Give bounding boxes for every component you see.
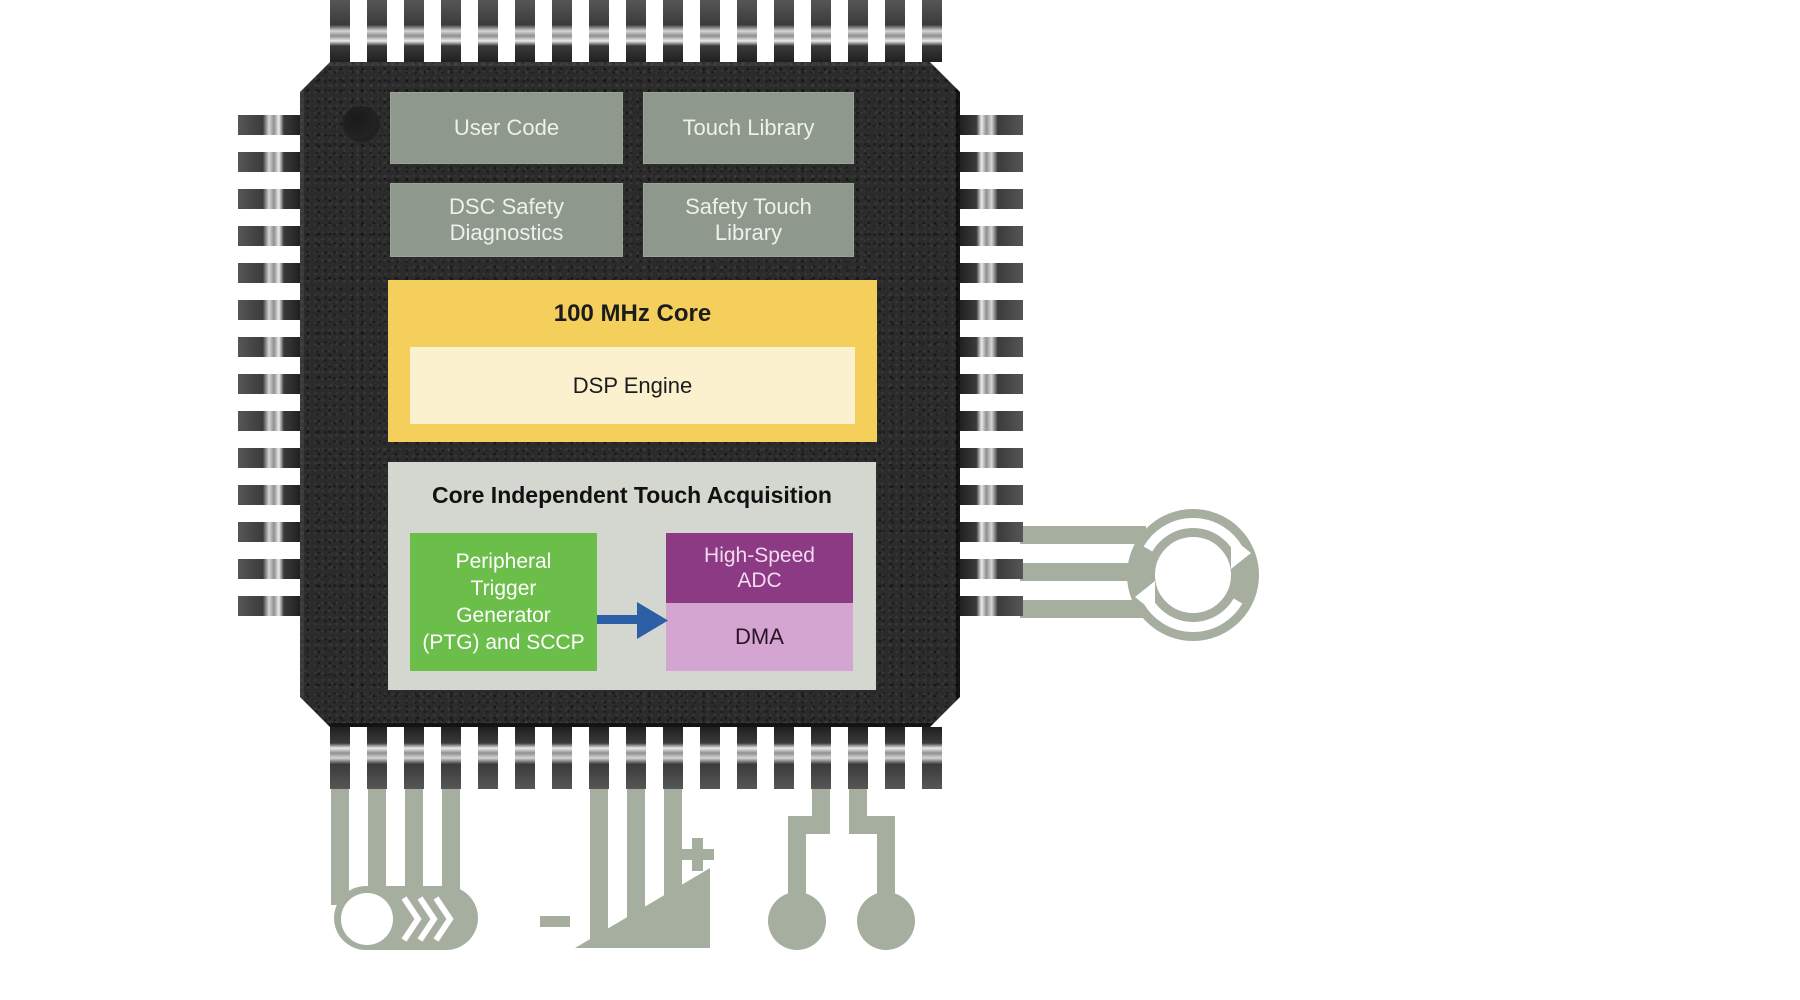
chip-pin: [515, 0, 535, 62]
chip-pin: [737, 0, 757, 62]
chip-pin: [960, 485, 1023, 505]
chip-pin: [478, 727, 498, 789]
block-dma: DMA: [666, 603, 853, 671]
chip-pin: [238, 485, 300, 505]
sensor-trace: [1020, 600, 1146, 618]
chip-pin: [626, 0, 646, 62]
sensor-trace: [788, 816, 806, 906]
chip-pin: [589, 0, 609, 62]
sensor-trace: [442, 785, 460, 905]
rotary-wheel-sensor-icon: [1127, 509, 1259, 641]
chip-pin: [626, 727, 646, 789]
slider-chevrons-icon: [401, 896, 454, 942]
chip-pin: [238, 226, 300, 246]
chip-pin: [960, 152, 1023, 172]
block-safety-touch-library: Safety Touch Library: [643, 183, 854, 257]
chip-pin: [404, 0, 424, 62]
chip-pin: [700, 0, 720, 62]
chip-pin: [663, 0, 683, 62]
core-title: 100 MHz Core: [553, 300, 712, 327]
pin1-dimple-icon: [342, 106, 380, 144]
chip-pin: [238, 189, 300, 209]
chip-pin: [330, 727, 350, 789]
slider-knob: [341, 893, 393, 945]
block-high-speed-adc: High-Speed ADC: [666, 533, 853, 603]
chip-pin: [238, 337, 300, 357]
chip-pin: [663, 727, 683, 789]
chip-pin: [960, 115, 1023, 135]
block-ptg-sccp: Peripheral Trigger Generator (PTG) and S…: [410, 533, 597, 671]
chip-pin: [960, 448, 1023, 468]
chip-pin: [367, 727, 387, 789]
chip-pin: [238, 115, 300, 135]
chip-pin: [848, 727, 868, 789]
chip-pin: [404, 727, 424, 789]
chip-pin: [238, 596, 300, 616]
chip-pin: [922, 727, 942, 789]
sensor-trace: [331, 785, 349, 905]
block-user-code: User Code: [390, 92, 623, 164]
chip-pin: [811, 727, 831, 789]
chip-pin: [960, 411, 1023, 431]
chip-pin: [441, 727, 461, 789]
ptg-to-adc-arrow: [597, 615, 641, 624]
chip-pin: [589, 727, 609, 789]
chip-pin: [700, 727, 720, 789]
chip-pin: [238, 448, 300, 468]
chip-pin: [960, 337, 1023, 357]
chip-pin: [774, 727, 794, 789]
chip-pin: [960, 596, 1023, 616]
chip-pin: [960, 559, 1023, 579]
touch-button-sensor-icon: [768, 892, 826, 950]
chip-pin: [885, 0, 905, 62]
block-dsp-engine: DSP Engine: [410, 347, 855, 424]
chip-pin: [552, 0, 572, 62]
block-dsc-safety-diagnostics: DSC Safety Diagnostics: [390, 183, 623, 257]
chip-pin: [552, 727, 572, 789]
chip-pin: [960, 226, 1023, 246]
touch-acquisition-title: Core Independent Touch Acquisition: [432, 481, 832, 508]
chip-pin: [515, 727, 535, 789]
chip-pin: [960, 300, 1023, 320]
sensor-trace: [590, 785, 608, 945]
chip-pin: [960, 263, 1023, 283]
sensor-trace: [368, 785, 386, 905]
chip-pin: [848, 0, 868, 62]
plus-icon: [692, 838, 703, 871]
sensor-trace: [405, 785, 423, 905]
chip-pin: [811, 0, 831, 62]
chip-pin: [238, 522, 300, 542]
chip-pin: [774, 0, 794, 62]
chip-pin: [960, 374, 1023, 394]
chip-pin: [238, 411, 300, 431]
chip-pin: [737, 727, 757, 789]
minus-icon: [540, 916, 570, 927]
chip-pin: [238, 263, 300, 283]
chip-pin: [367, 0, 387, 62]
chip-pin: [960, 522, 1023, 542]
sensor-trace: [877, 816, 895, 906]
chip-pin: [238, 559, 300, 579]
sensor-trace: [627, 785, 645, 945]
chip-pin: [478, 0, 498, 62]
block-touch-library: Touch Library: [643, 92, 854, 164]
sensor-trace: [1020, 563, 1146, 581]
sensor-trace: [1020, 526, 1146, 544]
chip-pin: [885, 727, 905, 789]
chip-pin: [960, 189, 1023, 209]
chip-pin: [922, 0, 942, 62]
chip-pin: [441, 0, 461, 62]
touch-button-sensor-icon: [857, 892, 915, 950]
chip-pin: [330, 0, 350, 62]
chip-pin: [238, 374, 300, 394]
chip-pin: [238, 300, 300, 320]
chip-pin: [238, 152, 300, 172]
